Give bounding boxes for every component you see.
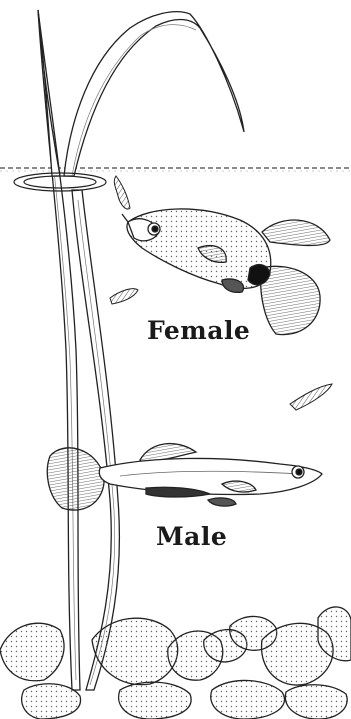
male-label: Male	[156, 522, 227, 551]
stones	[0, 607, 351, 719]
female-label: Female	[147, 316, 250, 345]
aquatic-plant	[38, 10, 244, 690]
male-guppy	[47, 444, 322, 510]
larva-right	[290, 384, 332, 410]
larva-left	[110, 289, 138, 304]
mosquito-larva	[114, 176, 130, 209]
